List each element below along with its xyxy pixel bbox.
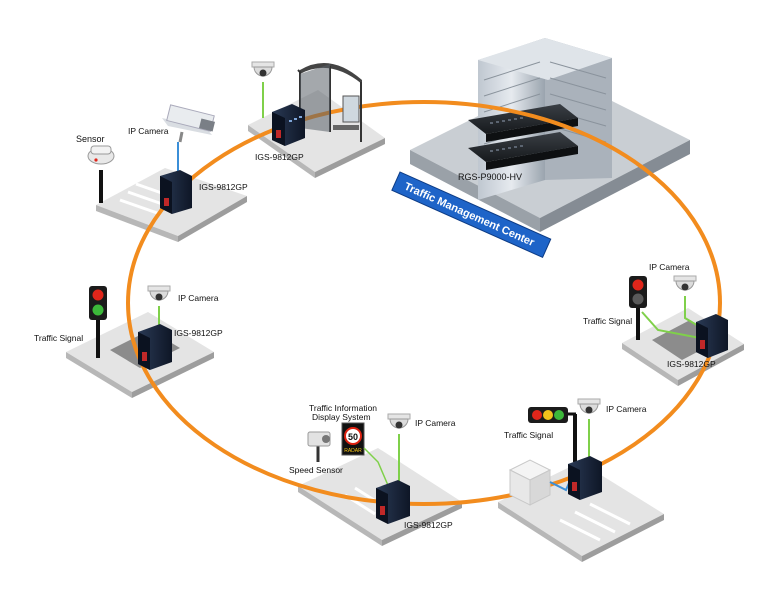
fiber-link-display bbox=[363, 447, 391, 491]
dome-camera-right bbox=[673, 275, 697, 291]
bus-shelter bbox=[297, 62, 362, 142]
ip-camera-bullet bbox=[162, 104, 216, 143]
traffic-signal-label-left: Traffic Signal bbox=[34, 333, 84, 343]
switch-bottom-right[interactable] bbox=[568, 456, 602, 500]
switch-top-bus[interactable] bbox=[272, 104, 305, 146]
core-switch-rgs-p9000[interactable] bbox=[468, 104, 578, 170]
switch-right[interactable] bbox=[696, 314, 728, 358]
fiber-ring bbox=[126, 100, 722, 506]
ip-camera-label-right: IP Camera bbox=[649, 262, 690, 272]
ip-camera-label-bottom-right: IP Camera bbox=[606, 404, 647, 414]
speed-sensor-device bbox=[307, 431, 331, 462]
sensor-device bbox=[87, 145, 115, 203]
switch-label-bottom: IGS-9812GP bbox=[404, 520, 453, 530]
dome-camera-bottom bbox=[387, 413, 411, 429]
switch-label-left: IGS-9812GP bbox=[174, 328, 223, 338]
speed-sensor-label: Speed Sensor bbox=[289, 465, 343, 475]
traffic-signal-label-bottom-right: Traffic Signal bbox=[504, 430, 554, 440]
ip-camera-label-left: IP Camera bbox=[178, 293, 219, 303]
switch-label-right: IGS-9812GP bbox=[667, 359, 716, 369]
switch-label-top-left: IGS-9812GP bbox=[199, 182, 248, 192]
tids-label-line2: Display System bbox=[312, 412, 371, 422]
switch-bottom[interactable] bbox=[376, 480, 410, 524]
core-switch-label: RGS-P9000-HV bbox=[458, 172, 523, 182]
ip-camera-label-bottom: IP Camera bbox=[415, 418, 456, 428]
traffic-signal-right bbox=[629, 276, 647, 340]
switch-top-left[interactable] bbox=[160, 170, 192, 214]
radar-label: RADAR bbox=[344, 448, 362, 454]
dome-camera-left bbox=[147, 285, 171, 301]
switch-left[interactable] bbox=[138, 324, 172, 370]
switch-label-top-bus: IGS-9812GP bbox=[255, 152, 304, 162]
tids-label-line1: Traffic Information bbox=[309, 403, 378, 413]
traffic-information-display: 50 RADAR bbox=[341, 422, 365, 456]
radar-speed-value: 50 bbox=[348, 432, 358, 442]
dome-camera-top bbox=[251, 61, 275, 77]
fiber-link-right-signal bbox=[641, 311, 701, 339]
traffic-signal-left bbox=[89, 286, 107, 358]
cabinet-box bbox=[508, 459, 552, 506]
sensor-label: Sensor bbox=[76, 134, 105, 144]
dome-camera-bottom-right bbox=[577, 398, 601, 414]
traffic-signal-bottom-right bbox=[528, 407, 577, 462]
traffic-signal-label-right: Traffic Signal bbox=[583, 316, 633, 326]
ip-camera-label-top-left: IP Camera bbox=[128, 126, 169, 136]
